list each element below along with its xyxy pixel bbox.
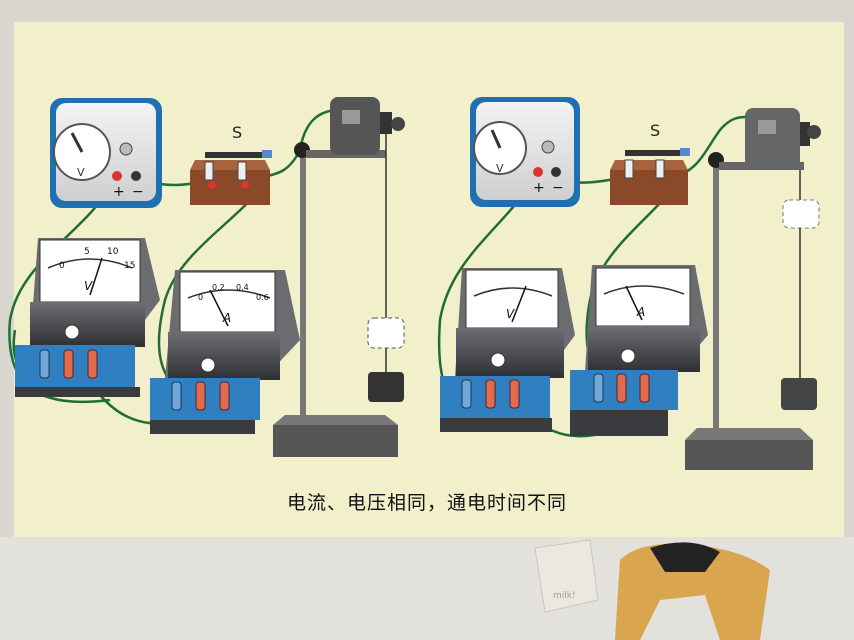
switch-label-right: S [650,121,660,140]
supply-v-label: V [77,166,85,179]
power-supply-right: V + − [470,97,580,207]
setup-right: V + − S V [437,97,821,470]
voltmeter-symbol-right: V [506,307,515,321]
mug-text: milk! [553,591,576,601]
voltmeter-left: 0 5 10 15 V [15,238,160,397]
motor-stand-left [273,97,405,457]
desk-decor: milk! [534,539,770,640]
switch-left: S [190,123,272,205]
motor-stand-right [685,108,821,470]
a-tick-0: 0 [198,293,203,302]
switch-label: S [232,123,242,142]
voltmeter-symbol: V [84,279,93,293]
a-tick-02: 0.2 [212,283,225,292]
ammeter-symbol-right: A [636,305,645,319]
a-tick-04: 0.4 [236,283,249,292]
v-tick-5: 5 [84,247,90,257]
ammeter-right: A [570,265,708,436]
plus-label: + [113,184,125,200]
setup-left: V + − S [8,97,405,457]
plus-label-right: + [533,180,545,196]
minus-label-right: − [552,180,564,196]
minus-label: − [132,184,144,200]
ammeter-symbol: A [222,311,231,325]
power-supply-left: V + − [50,98,162,208]
a-tick-06: 0.6 [256,293,269,302]
v-tick-15: 15 [124,261,135,271]
switch-right: S [610,121,690,205]
voltmeter-right: V [440,268,575,432]
v-tick-10: 10 [107,247,119,257]
ammeter-left: 0 0.2 0.4 0.6 A [150,270,300,434]
figure-caption: 电流、电压相同，通电时间不同 [286,492,567,514]
supply-v-label-right: V [496,162,504,175]
v-tick-0: 0 [59,261,65,271]
